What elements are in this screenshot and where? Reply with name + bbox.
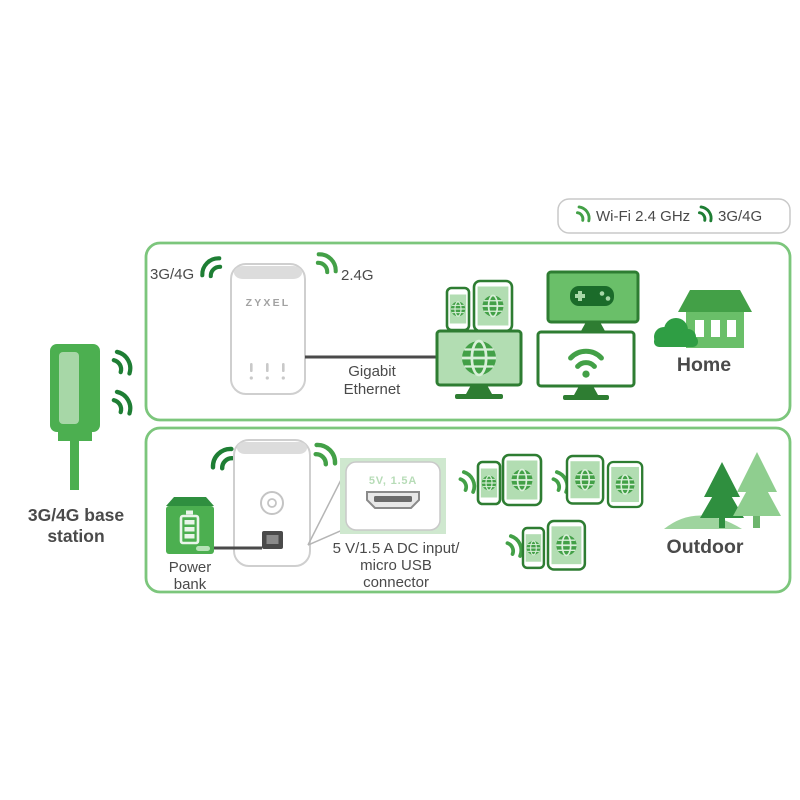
outdoor-tablet-4-icon [548, 521, 585, 570]
outdoor-tablet-1-icon [503, 455, 541, 505]
usb-note-line2: micro USB [360, 557, 432, 574]
legend-wifi-label: Wi-Fi 2.4 GHz [596, 208, 690, 225]
outdoor-location: Outdoor [664, 452, 781, 558]
outdoor-phone-1-icon [478, 462, 500, 504]
antenna-panel-stripe [59, 352, 79, 424]
home-phone-icon [447, 288, 469, 330]
top-cellular-label: 3G/4G [150, 266, 194, 283]
tree-light-icon [733, 452, 781, 528]
outdoor-tablet-2-icon [567, 456, 603, 504]
tv-wifi-icon [536, 330, 636, 400]
power-bank-label-line1: Power [169, 559, 212, 576]
legend-box [557, 198, 791, 234]
usb-note-line3: connector [363, 574, 429, 591]
house-roof [678, 290, 752, 312]
cloud-icon [654, 318, 698, 347]
base-station: 3G/4G base station [28, 344, 134, 546]
usb-callout: 5V, 1.5A [307, 458, 446, 546]
outdoor-tablet-3-icon [608, 462, 642, 507]
outdoor-phone-2-icon [523, 528, 544, 568]
base-station-signal-top-icon [111, 349, 134, 377]
power-bank-icon [166, 497, 262, 554]
wps-button [260, 491, 284, 515]
router-top-cap [234, 266, 302, 279]
tree-dark-icon [700, 462, 744, 528]
home-panel: 3G/4G ZYXEL 2.4G Gigabit Ethernet [144, 241, 792, 422]
usb-port-text: 5V, 1.5A [369, 475, 417, 487]
router-bottom-cap [237, 442, 307, 454]
home-label: Home [677, 354, 731, 376]
power-bank-label-line2: bank [174, 576, 207, 593]
router-status-leds [249, 363, 285, 380]
micro-usb-port-icon [366, 491, 420, 509]
base-station-label-line2: station [47, 526, 104, 546]
monitor-globe-icon [435, 329, 523, 399]
legend-cellular-label: 3G/4G [718, 208, 762, 225]
legend: Wi-Fi 2.4 GHz 3G/4G [557, 198, 791, 234]
home-tablet-icon [474, 281, 512, 331]
outdoor-label: Outdoor [667, 536, 744, 558]
usb-note-line1: 5 V/1.5 A DC input/ [333, 540, 461, 557]
base-station-signal-bottom-icon [111, 389, 134, 417]
battery-icon [179, 510, 200, 545]
tv-gamepad-icon [546, 270, 640, 336]
router-brand-label: ZYXEL [246, 297, 291, 309]
top-wifi-label: 2.4G [341, 267, 374, 284]
home-location: Home [654, 290, 752, 376]
outdoor-panel: Power bank 5V, 1.5A 5 V/1.5 A DC input/ … [144, 426, 792, 594]
router-bottom [233, 439, 311, 567]
base-station-label-line1: 3G/4G base [28, 505, 125, 525]
ethernet-label-line2: Ethernet [344, 381, 402, 398]
ethernet-label-line1: Gigabit [348, 363, 396, 380]
router-top: ZYXEL [230, 263, 306, 395]
antenna-pole [70, 432, 79, 490]
